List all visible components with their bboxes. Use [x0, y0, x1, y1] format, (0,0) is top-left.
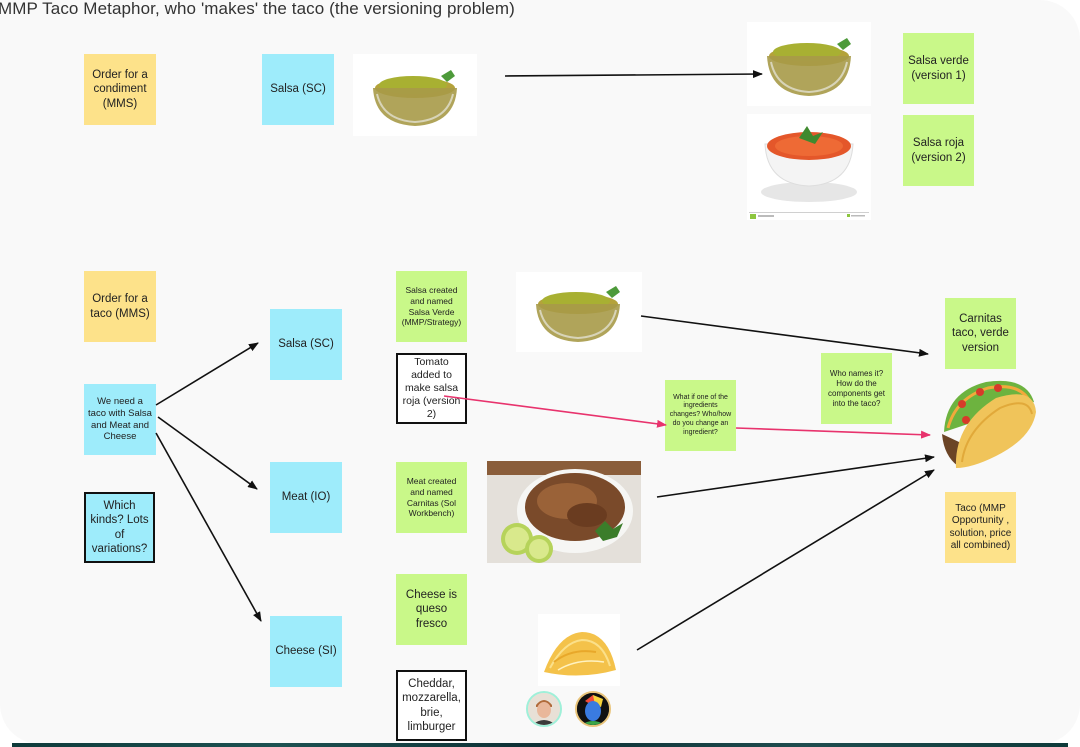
sticky-meat-created[interactable]: Meat created and named Carnitas (Sol Wor… [396, 462, 467, 533]
salsa-verde-image-2[interactable] [516, 272, 642, 352]
board-title: MMP Taco Metaphor, who 'makes' the taco … [0, 0, 515, 18]
taco-icon [942, 380, 1036, 468]
sticky-order-condiment[interactable]: Order for a condiment (MMS) [84, 54, 156, 125]
carnitas-image[interactable] [487, 461, 641, 563]
person-avatar-icon [528, 693, 560, 725]
painted-face-avatar-icon [577, 693, 609, 725]
shredded-cheese-image[interactable] [538, 614, 620, 686]
sticky-salsa-roja-v2[interactable]: Salsa roja (version 2) [903, 115, 974, 186]
sticky-who-names[interactable]: Who names it? How do the components get … [821, 353, 892, 424]
salsa-verde-bowl-icon [373, 70, 457, 126]
sticky-meat-io[interactable]: Meat (IO) [270, 462, 342, 533]
salsa-verde-image-v1[interactable] [747, 22, 871, 106]
collaborator-avatar-2[interactable] [575, 691, 611, 727]
sticky-carnitas-taco[interactable]: Carnitas taco, verde version [945, 298, 1016, 369]
salsa-verde-bowl-icon [536, 286, 620, 342]
sticky-salsa-verde-v1[interactable]: Salsa verde (version 1) [903, 33, 974, 104]
collaborator-avatar-1[interactable] [526, 691, 562, 727]
sticky-salsa-created[interactable]: Salsa created and named Salsa Verde (MMP… [396, 271, 467, 342]
sticky-taco-mmp[interactable]: Taco (MMP Opportunity , solution, price … [945, 492, 1016, 563]
sticky-what-if[interactable]: What if one of the ingredients changes? … [665, 380, 736, 451]
carnitas-plate-icon [487, 461, 641, 563]
sticky-which-kinds[interactable]: Which kinds? Lots of variations? [84, 492, 155, 563]
sticky-order-taco[interactable]: Order for a taco (MMS) [84, 271, 156, 342]
salsa-verde-bowl-icon [767, 38, 851, 96]
bottom-edge [12, 743, 1068, 747]
sticky-cheese-list[interactable]: Cheddar, mozzarella, brie, limburger [396, 670, 467, 741]
salsa-roja-image[interactable] [747, 114, 871, 220]
sticky-tomato-added[interactable]: Tomato added to make salsa roja (version… [396, 353, 467, 424]
sticky-cheese-si[interactable]: Cheese (SI) [270, 616, 342, 687]
salsa-roja-bowl-icon [749, 126, 869, 219]
shredded-cheese-icon [544, 632, 616, 676]
sticky-cheese-queso[interactable]: Cheese is queso fresco [396, 574, 467, 645]
sticky-salsa-sc-top[interactable]: Salsa (SC) [262, 54, 334, 125]
salsa-verde-image[interactable] [353, 54, 477, 136]
sticky-salsa-sc[interactable]: Salsa (SC) [270, 309, 342, 380]
taco-image[interactable] [936, 372, 1040, 472]
sticky-need-taco[interactable]: We need a taco with Salsa and Meat and C… [84, 384, 156, 455]
